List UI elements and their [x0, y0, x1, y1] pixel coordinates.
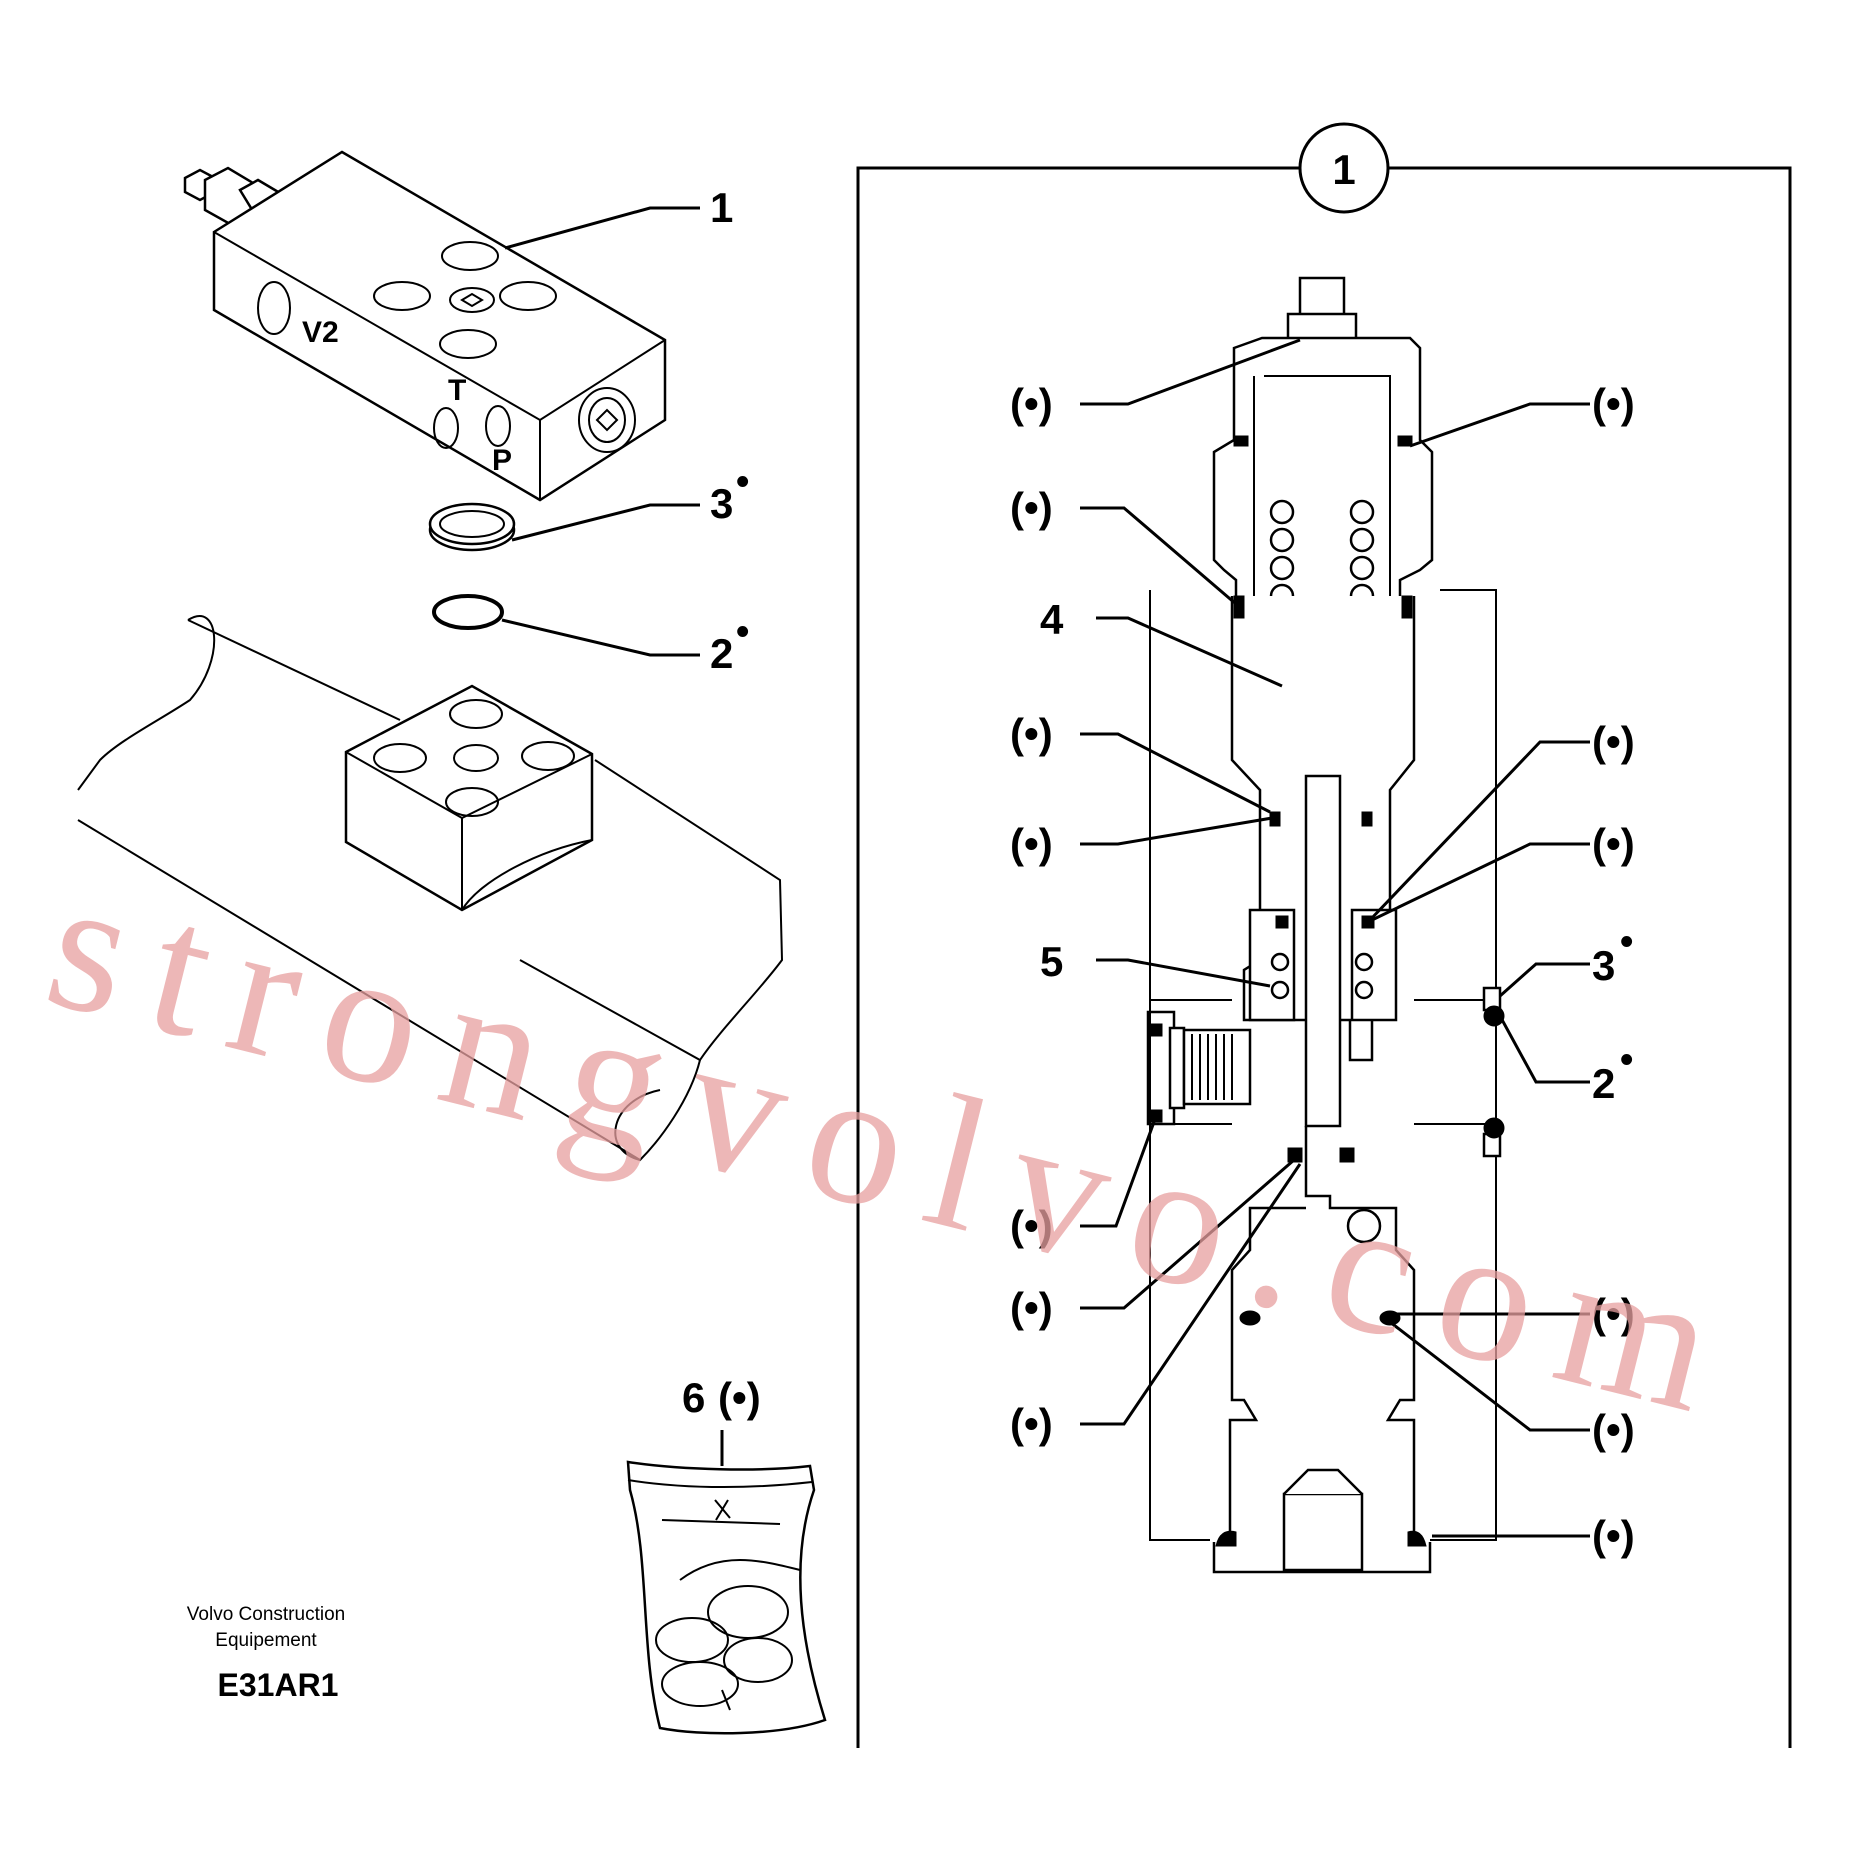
- callout-kit-mark-10: (•): [1592, 1290, 1635, 1337]
- callout-kit-mark-12: (•): [1592, 1406, 1635, 1453]
- callout-kit-mark-4: (•): [1010, 710, 1053, 757]
- drawing-code: E31AR1: [218, 1667, 339, 1703]
- callout-item-6-kit-mark: (•): [718, 1374, 761, 1421]
- left-leaders: [501, 206, 700, 657]
- o-ring-illustration: [432, 594, 504, 630]
- callout-item-3-detail-star: •: [1620, 921, 1633, 963]
- callout-kit-mark-3: (•): [1010, 484, 1053, 531]
- watermark: strongvolvo.com: [30, 837, 1762, 1460]
- detail-frame: [856, 122, 1792, 1748]
- detail-marker: 1: [1332, 146, 1355, 193]
- callout-item-3: 3: [710, 480, 733, 527]
- manufacturer-line-1: Volvo Construction: [187, 1604, 345, 1625]
- port-p-label: P: [492, 444, 512, 477]
- seal-kit-bag-illustration: [626, 1430, 827, 1735]
- port-v2-label: V2: [302, 316, 339, 349]
- callout-kit-mark-1: (•): [1010, 380, 1053, 427]
- callout-item-2: 2: [710, 630, 733, 677]
- callout-kit-mark-11: (•): [1010, 1400, 1053, 1447]
- callout-kit-mark-9: (•): [1010, 1284, 1053, 1331]
- callout-item-5: 5: [1040, 938, 1063, 985]
- callout-kit-mark-13: (•): [1592, 1512, 1635, 1559]
- callout-item-1: 1: [710, 184, 733, 231]
- callout-kit-mark-5: (•): [1592, 718, 1635, 765]
- callout-item-2-star: •: [736, 611, 749, 653]
- manufacturer-line-2: Equipement: [215, 1630, 317, 1651]
- callout-item-4: 4: [1040, 596, 1064, 643]
- machine-housing-illustration: [77, 615, 784, 1162]
- callout-kit-mark-6: (•): [1010, 820, 1053, 867]
- valve-block-illustration: V2 T P: [183, 150, 667, 502]
- callout-kit-mark-2: (•): [1592, 380, 1635, 427]
- valve-cross-section: [1146, 276, 1505, 1574]
- callout-item-2-detail: 2: [1592, 1060, 1615, 1107]
- seal-ring-illustration: [428, 502, 516, 552]
- callout-item-3-detail: 3: [1592, 942, 1615, 989]
- callout-item-3-star: •: [736, 461, 749, 503]
- callout-item-6: 6: [682, 1374, 705, 1421]
- callout-kit-mark-7: (•): [1592, 820, 1635, 867]
- port-t-label: T: [448, 374, 466, 407]
- callout-kit-mark-8: (•): [1010, 1202, 1053, 1249]
- callout-item-2-detail-star: •: [1620, 1039, 1633, 1081]
- detail-leaders: [1080, 338, 1590, 1538]
